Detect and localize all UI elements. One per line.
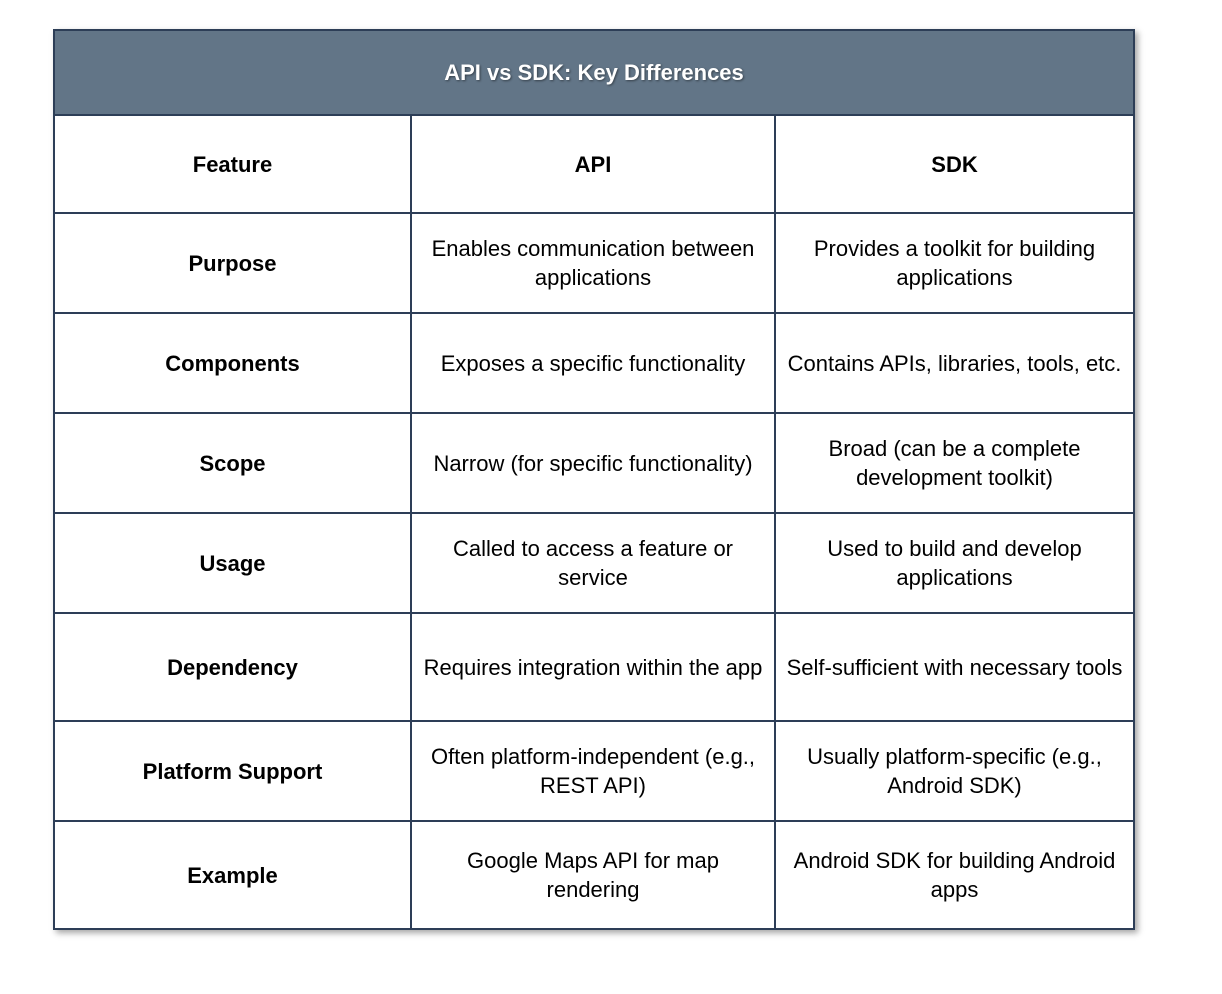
feature-cell: Platform Support [53,720,412,822]
table-row: Purpose Enables communication between ap… [53,212,1136,314]
table-row: Scope Narrow (for specific functionality… [53,412,1136,514]
table-row: Dependency Requires integration within t… [53,612,1136,722]
api-cell: Narrow (for specific functionality) [410,412,776,514]
sdk-cell: Usually platform-specific (e.g., Android… [773,720,1136,822]
sdk-cell: Broad (can be a complete development too… [773,412,1136,514]
table-row: Usage Called to access a feature or serv… [53,512,1136,614]
api-cell: Requires integration within the app [410,612,776,722]
comparison-table: API vs SDK: Key Differences Feature API … [52,29,1136,930]
sdk-cell: Self-sufficient with necessary tools [773,612,1136,722]
api-cell: Exposes a specific functionality [410,312,776,414]
feature-cell: Dependency [53,612,412,722]
title-row: API vs SDK: Key Differences [52,29,1136,116]
table-row: Example Google Maps API for map renderin… [53,820,1136,930]
table-row: Platform Support Often platform-independ… [53,720,1136,822]
column-header-feature: Feature [53,114,412,214]
feature-cell: Example [53,820,412,930]
api-cell: Enables communication between applicatio… [410,212,776,314]
table-title: API vs SDK: Key Differences [52,29,1136,116]
header-row: Feature API SDK [53,114,1136,214]
sdk-cell: Contains APIs, libraries, tools, etc. [773,312,1136,414]
api-cell: Google Maps API for map rendering [410,820,776,930]
table-row: Components Exposes a specific functional… [53,312,1136,414]
column-header-sdk: SDK [773,114,1136,214]
api-cell: Called to access a feature or service [410,512,776,614]
feature-cell: Usage [53,512,412,614]
column-header-api: API [410,114,776,214]
feature-cell: Scope [53,412,412,514]
feature-cell: Components [53,312,412,414]
sdk-cell: Android SDK for building Android apps [773,820,1136,930]
feature-cell: Purpose [53,212,412,314]
sdk-cell: Used to build and develop applications [773,512,1136,614]
api-cell: Often platform-independent (e.g., REST A… [410,720,776,822]
sdk-cell: Provides a toolkit for building applicat… [773,212,1136,314]
